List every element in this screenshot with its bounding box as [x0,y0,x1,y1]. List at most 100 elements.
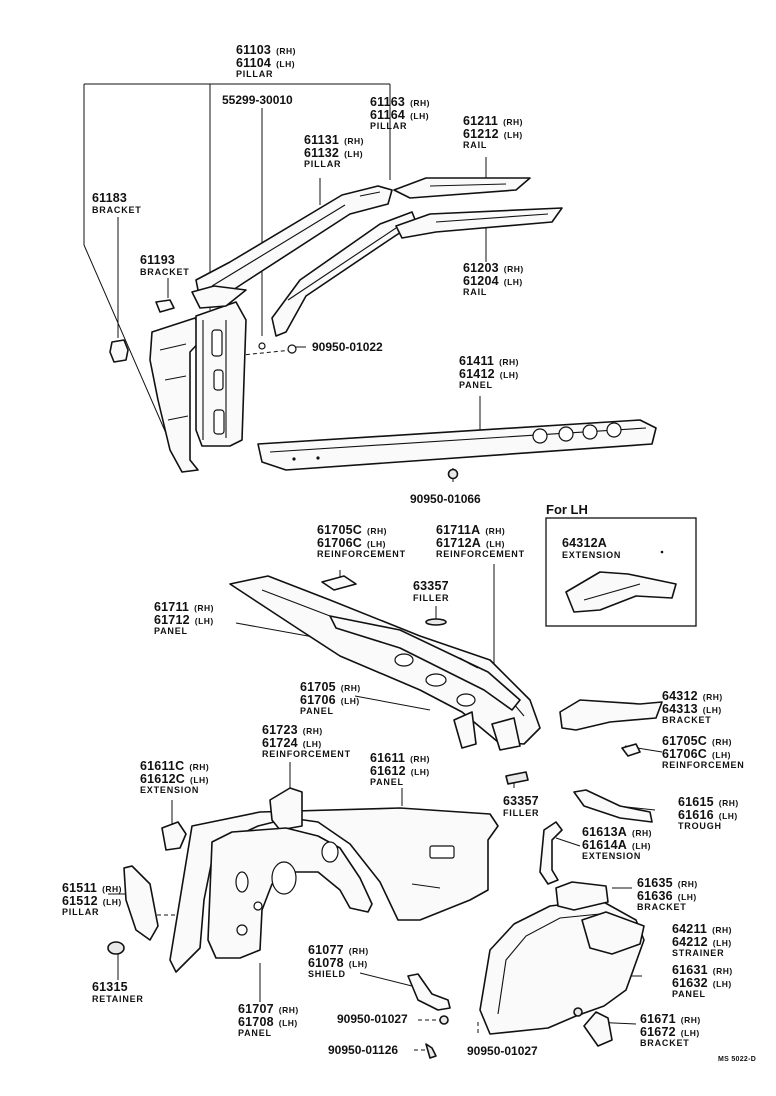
reinforcement-61705C [321,575,357,591]
label-61183: 61183 BRACKET [92,192,142,215]
part-name: FILLER [503,807,540,818]
part-number: 61632 [672,975,708,990]
part-name: PILLAR [370,121,408,131]
part-number: 64313 [662,701,698,716]
part-number: 61671 [640,1012,676,1026]
part-name: TROUGH [678,821,722,831]
bracket-61635 [555,881,609,911]
part-number: 61203 [463,261,499,275]
label-61611: 61611(RH) 61612(LH) PANEL [370,752,430,787]
side-code: (LH) [499,369,519,380]
part-number: 61706C [662,746,707,761]
part-name: PANEL [672,989,706,999]
side-code: (LH) [712,978,732,989]
part-number: 61615 [678,795,714,809]
side-code: (LH) [632,840,651,851]
part-number: 61078 [308,955,344,970]
part-name: EXTENSION [582,851,642,861]
part-name: RAIL [463,287,488,297]
label-61193: 61193 BRACKET [140,254,190,277]
label-61723: 61723(RH) 61724(LH) REINFORCEMENT [262,724,351,759]
label-61705C: 61705C(RH) 61706C(LH) REINFORCEMENT [317,524,406,559]
leader-lines-upper [83,83,487,482]
part-name: BRACKET [662,715,712,725]
part-number: 61724 [262,735,298,750]
side-code: (LH) [677,891,697,902]
pillar-61511 [123,865,159,941]
side-code: (RH) [102,884,123,894]
label-61711A: 61711A(RH) 61712A(LH) REINFORCEMENT [436,524,525,559]
part-number: 61164 [370,107,406,122]
label-90950-01126: 90950-01126 [328,1043,399,1057]
part-number: 61512 [62,893,98,908]
part-number: 61077 [308,943,344,957]
part-name: REINFORCEMENT [317,549,406,559]
filler-63357-upper [425,618,447,626]
bracket-64312 [559,699,663,731]
side-code: (LH) [344,148,364,159]
part-name: REINFORCEMEN [662,760,745,770]
label-90950-01027-left: 90950-01027 [337,1012,408,1026]
part-name: REINFORCEMENT [436,549,525,559]
side-code: (RH) [367,526,387,536]
part-number: 61613A [582,825,627,839]
part-number: 61705C [317,523,362,537]
side-code: (LH) [702,704,722,715]
side-code: (RH) [485,526,506,536]
part-number: 61315 [92,980,128,994]
side-code: (RH) [632,828,652,838]
part-number: 61705 [300,680,336,694]
part-number: 61103 [236,43,272,57]
label-61635: 61635(RH) 61636(LH) BRACKET [637,877,698,912]
label-63357-lower: 63357 FILLER [503,795,539,818]
pillar-61103 [149,301,247,473]
part-number: 61631 [672,963,708,977]
label-64312A: 64312A EXTENSION [562,537,621,560]
side-code: (LH) [410,766,430,777]
part-name: PANEL [459,380,493,390]
inset-title: For LH [546,502,588,517]
part-name: BRACKET [640,1038,690,1048]
part-name: PANEL [154,626,188,636]
part-name: RAIL [463,140,488,150]
side-code: (LH) [348,958,368,969]
side-code: (RH) [194,603,215,613]
label-61707: 61707(RH) 61708(LH) PANEL [238,1003,299,1038]
part-number: 61712 [154,612,190,627]
part-number: 64212 [672,934,708,949]
part-name: PANEL [300,706,334,716]
part-number: 61636 [637,888,673,903]
shield-61077 [407,973,451,1011]
label-61077: 61077(RH) 61078(LH) SHIELD [308,944,369,979]
side-code: (RH) [680,1015,701,1025]
label-61511: 61511(RH) 61512(LH) PILLAR [62,882,122,917]
panel-61411 [257,419,657,471]
side-code: (RH) [302,726,323,736]
side-code: (LH) [486,538,505,549]
inset-box [545,517,697,627]
side-code: (RH) [718,798,739,808]
part-number: 61104 [236,55,272,70]
part-number: 61411 [459,354,495,368]
diagram-code: MS 5022-D [718,1056,757,1063]
side-code: (LH) [718,810,738,821]
label-64312: 64312(RH) 64313(LH) BRACKET [662,690,723,725]
label-90950-01027-right: 90950-01027 [467,1044,538,1058]
part-number: 61712A [436,535,481,550]
part-number: 61708 [238,1014,274,1029]
part-number: 61193 [140,253,176,267]
side-code: (RH) [276,46,297,56]
side-code: (RH) [712,966,733,976]
rail-61203 [395,207,563,239]
side-code: (LH) [503,276,523,287]
part-number: 61131 [304,133,340,147]
part-name: PILLAR [304,159,342,169]
part-number: 61612 [370,763,406,778]
part-number: 61706C [317,535,362,550]
label-61103: 61103(RH) 61104(LH) PILLAR [236,44,296,79]
part-number: 61204 [463,273,499,288]
part-number: 61614A [582,837,627,852]
bracket-61193 [155,299,175,313]
